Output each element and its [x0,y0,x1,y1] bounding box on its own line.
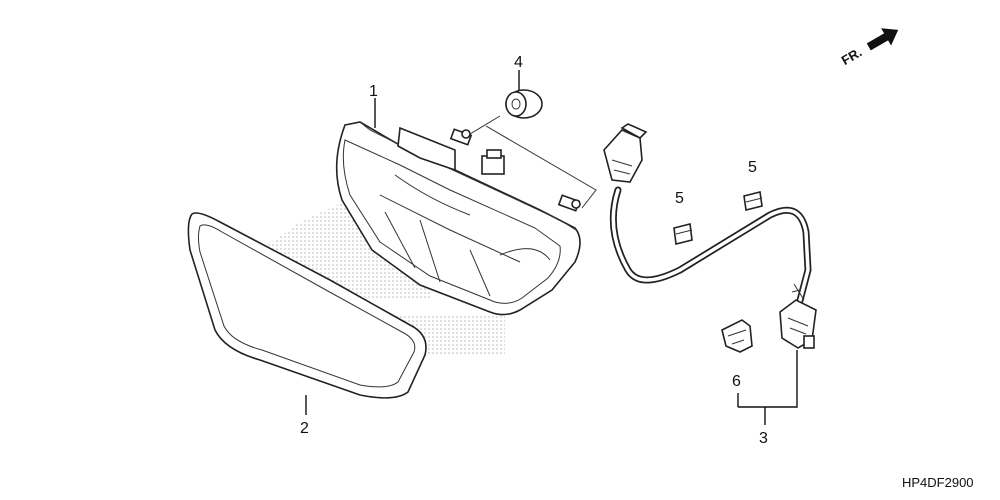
lens-rim-part-2 [187,212,427,399]
front-label: FR. [839,44,865,67]
front-arrow-icon [866,28,899,51]
leader-4-stud-a [469,115,501,135]
front-direction-marker: FR. [839,28,899,68]
drawing-code: HP4DF2900 [902,475,974,490]
callout-3: 3 [759,430,768,447]
clip-part-5-a [673,223,693,245]
grommet-part-4 [505,89,543,119]
clip-part-6 [721,319,753,353]
leader-4-stud-b [485,125,597,209]
leader-3-bracket [738,350,798,408]
callout-1: 1 [369,83,378,100]
callout-5-a: 5 [675,190,684,207]
callout-4: 4 [514,54,523,71]
callout-5-b: 5 [748,159,757,176]
callout-6: 6 [732,373,741,390]
wire-harness-part-3 [603,123,817,349]
callout-2: 2 [300,420,309,437]
headlight-assembly-part-1 [335,121,581,316]
clip-part-5-b [743,191,763,211]
